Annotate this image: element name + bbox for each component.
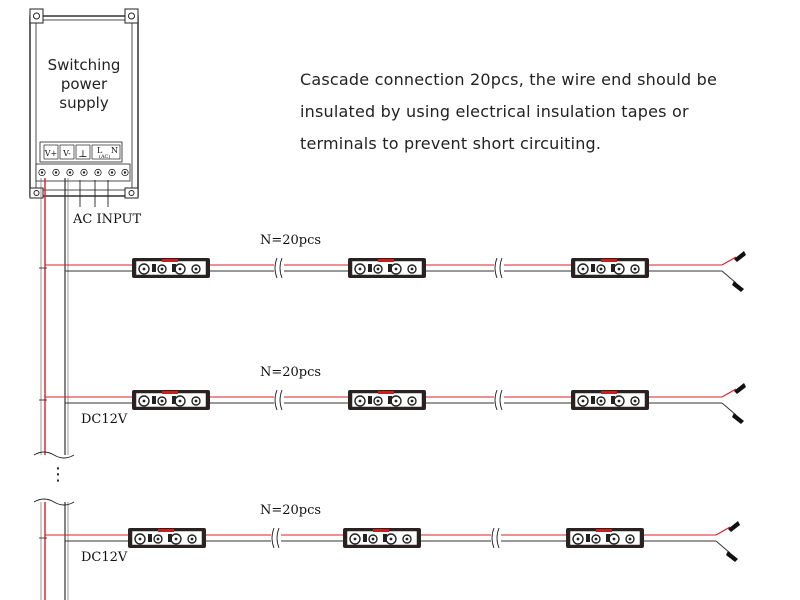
note-line-1: Cascade connection 20pcs, the wire end s… bbox=[300, 70, 718, 89]
terminal-label-l: L bbox=[97, 146, 103, 155]
led-module bbox=[571, 258, 649, 278]
terminal-label-ground: ⊥ bbox=[78, 149, 87, 160]
dc-bus-wires bbox=[33, 178, 75, 600]
switching-power-supply: Switching power supply V+ V- ⊥ L (AC) N bbox=[29, 8, 139, 199]
ac-input-wires bbox=[79, 180, 109, 207]
led-module bbox=[343, 528, 421, 548]
string-count-label: N=20pcs bbox=[260, 365, 321, 380]
led-module bbox=[132, 258, 210, 278]
psu-title-line-3: supply bbox=[59, 94, 109, 112]
psu-title-line-1: Switching bbox=[48, 56, 121, 74]
insulated-wire-ends bbox=[715, 521, 740, 562]
note-line-2: insulated by using electrical insulation… bbox=[300, 102, 689, 121]
insulated-wire-ends bbox=[721, 251, 746, 292]
terminal-label-vplus: V+ bbox=[44, 149, 57, 158]
dc-voltage-label: DC12V bbox=[81, 550, 128, 565]
insulated-wire-ends bbox=[721, 383, 746, 424]
cascade-note: Cascade connection 20pcs, the wire end s… bbox=[300, 64, 780, 160]
terminal-block-screws bbox=[38, 168, 129, 177]
note-line-3: terminals to prevent short circuiting. bbox=[300, 134, 602, 153]
ac-input-label: AC INPUT bbox=[72, 212, 141, 227]
string-count-label: N=20pcs bbox=[260, 233, 321, 248]
led-module bbox=[348, 390, 426, 410]
led-module bbox=[566, 528, 644, 548]
dc-voltage-label: DC12V bbox=[81, 412, 128, 427]
led-module bbox=[571, 390, 649, 410]
terminal-label-vminus: V- bbox=[62, 149, 71, 158]
led-module bbox=[128, 528, 206, 548]
led-module bbox=[348, 258, 426, 278]
string-count-label: N=20pcs bbox=[260, 503, 321, 518]
psu-title-line-2: power bbox=[61, 75, 108, 93]
terminal-label-n: N bbox=[111, 146, 118, 155]
led-string-row: N=20pcs bbox=[39, 233, 746, 292]
terminal-label-l-sub: (AC) bbox=[99, 153, 110, 160]
continuation-dots: ⋮ bbox=[49, 464, 67, 485]
led-module bbox=[132, 390, 210, 410]
